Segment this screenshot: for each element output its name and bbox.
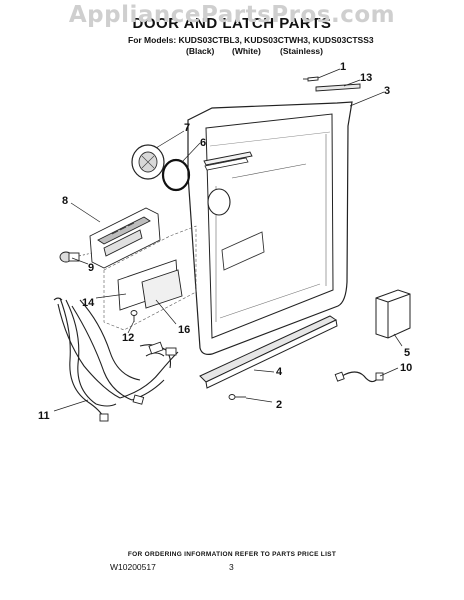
wire-harness-icon: [53, 297, 179, 419]
latch-knob-icon: [59, 251, 80, 263]
callout-9: 9: [88, 262, 95, 274]
top-gasket-strip-2: [204, 157, 249, 171]
callout-6: 6: [200, 137, 207, 149]
ordering-note: FOR ORDERING INFORMATION REFER TO PARTS …: [127, 551, 337, 558]
finish-black-label: (Black): [186, 46, 215, 56]
callout-11: 11: [38, 410, 50, 422]
inner-panel-cutout: [221, 231, 265, 271]
top-gasket-strip: [203, 151, 253, 166]
harness-connectors: [99, 341, 177, 422]
finish-white-label: (White): [232, 46, 261, 56]
cable-10-connectors: [334, 371, 384, 382]
callout-13: 13: [360, 72, 373, 84]
screw-2-icon: [228, 394, 246, 400]
screw-12-icon: [130, 310, 138, 322]
callout-5: 5: [404, 347, 411, 359]
callout-1: 1: [340, 61, 347, 73]
dashed-outline-box: [103, 225, 197, 331]
top-vent-trim: [315, 83, 361, 92]
callout-2: 2: [276, 399, 283, 411]
finish-stainless-label: (Stainless): [280, 46, 323, 56]
callout-4: 4: [276, 366, 283, 378]
callout-12: 12: [122, 332, 135, 344]
inner-door-panel: [187, 101, 353, 355]
screw-1-icon: [303, 76, 319, 82]
dispenser-opening: [207, 188, 231, 216]
page-number: 3: [229, 562, 234, 572]
callout-8: 8: [62, 195, 69, 207]
latch-dashed-line: [78, 252, 93, 257]
callout-16: 16: [178, 324, 191, 336]
callout-10: 10: [400, 362, 413, 374]
page-title: DOOR AND LATCH PARTS: [132, 15, 332, 32]
models-line: For Models: KUDS03CTBL3, KUDS03CTWH3, KU…: [128, 35, 374, 45]
callout-7: 7: [184, 122, 191, 134]
dispenser-ring-icon: [131, 144, 165, 180]
control-module-icon: [375, 289, 411, 339]
bottom-trim-icon: [199, 315, 338, 389]
leader-lines: [53, 68, 403, 412]
switch-bracket-icon: [117, 259, 183, 311]
callout-14: 14: [82, 297, 95, 309]
document-number: W10200517: [110, 562, 156, 572]
callout-3: 3: [384, 85, 391, 97]
dispenser-gasket-icon: [161, 158, 191, 192]
latch-assembly-icon: [89, 207, 161, 269]
cable-10-icon: [341, 371, 379, 383]
